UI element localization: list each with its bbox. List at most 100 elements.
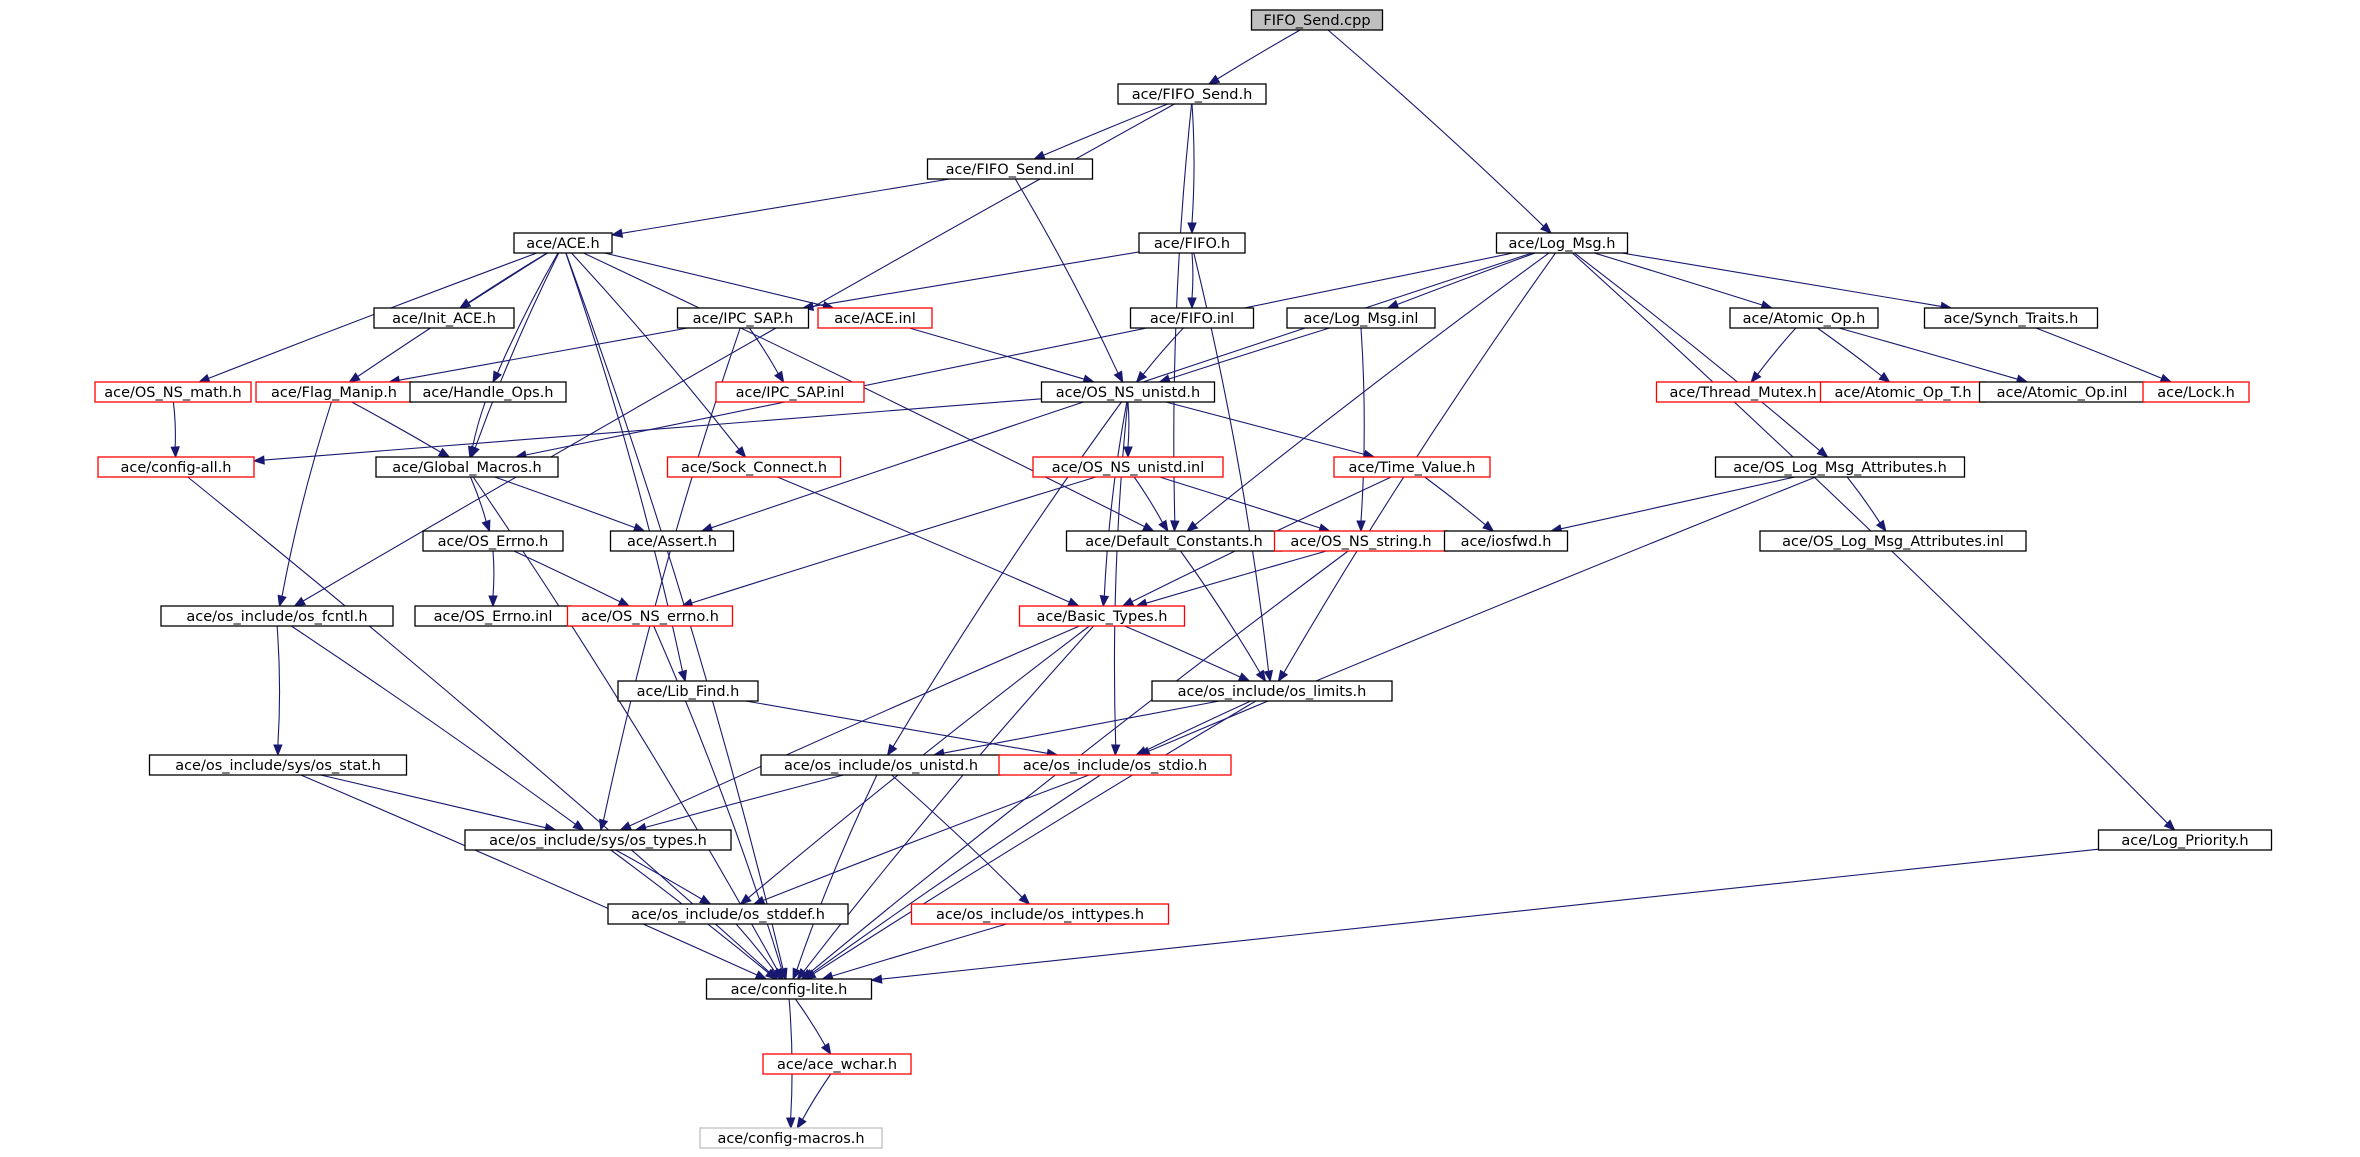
node-ace-config-lite-h[interactable]: ace/config-lite.h xyxy=(705,978,873,1000)
edge-ace-ace-h-to-ace-handle-ops-h xyxy=(492,252,559,384)
arrowhead xyxy=(1386,299,1400,309)
node-ace-ipc-sap-inl[interactable]: ace/IPC_SAP.inl xyxy=(715,381,865,403)
node-ace-os-include-sys-os-types-h[interactable]: ace/os_include/sys/os_types.h xyxy=(464,829,732,851)
node-label: ace/IPC_SAP.h xyxy=(693,311,794,327)
node-ace-ipc-sap-h[interactable]: ace/IPC_SAP.h xyxy=(676,307,810,329)
edge-line xyxy=(1424,476,1486,526)
node-box xyxy=(1443,530,1569,552)
edge-line xyxy=(513,550,621,603)
node-ace-fifo-send-h[interactable]: ace/FIFO_Send.h xyxy=(1117,83,1267,105)
arrowhead xyxy=(1750,370,1762,384)
arrowhead xyxy=(610,228,624,238)
node-fifo-send-cpp[interactable]: FIFO_Send.cpp xyxy=(1250,9,1384,31)
node-label: ace/FIFO.inl xyxy=(1150,311,1234,327)
node-label: ace/os_include/os_inttypes.h xyxy=(936,907,1144,923)
node-ace-default-constants-h[interactable]: ace/Default_Constants.h xyxy=(1065,530,1283,552)
node-ace-config-all-h[interactable]: ace/config-all.h xyxy=(97,456,255,478)
node-label: ace/OS_Errno.inl xyxy=(434,609,553,625)
node-ace-atomic-op-t-h[interactable]: ace/Atomic_Op_T.h xyxy=(1819,381,1987,403)
node-box xyxy=(666,456,842,478)
node-label: ace/Log_Msg.h xyxy=(1509,236,1616,252)
node-ace-os-ns-math-h[interactable]: ace/OS_NS_math.h xyxy=(94,381,252,403)
node-ace-flag-manip-h[interactable]: ace/Flag_Manip.h xyxy=(255,381,413,403)
node-ace-os-include-sys-os-stat-h[interactable]: ace/os_include/sys/os_stat.h xyxy=(148,754,408,776)
edge-line xyxy=(645,774,844,828)
node-label: ace/OS_NS_errno.h xyxy=(581,609,719,625)
node-ace-os-errno-inl[interactable]: ace/OS_Errno.inl xyxy=(414,605,572,627)
node-ace-assert-h[interactable]: ace/Assert.h xyxy=(609,530,735,552)
node-ace-iosfwd-h[interactable]: ace/iosfwd.h xyxy=(1443,530,1569,552)
node-label: ace/OS_NS_math.h xyxy=(104,385,242,401)
node-label: ace/Sock_Connect.h xyxy=(681,460,827,476)
node-ace-atomic-op-inl[interactable]: ace/Atomic_Op.inl xyxy=(1978,381,2146,403)
node-ace-os-include-os-inttypes-h[interactable]: ace/os_include/os_inttypes.h xyxy=(910,903,1170,925)
node-label: ace/Log_Priority.h xyxy=(2121,833,2248,849)
node-layer: FIFO_Send.cpp ace/FIFO_Send.h ace/FIFO_Sen… xyxy=(94,9,2273,1149)
arrowhead xyxy=(1113,370,1124,384)
node-ace-fifo-send-inl[interactable]: ace/FIFO_Send.inl xyxy=(926,158,1094,180)
node-ace-log-msg-inl[interactable]: ace/Log_Msg.inl xyxy=(1286,307,1436,329)
edge-ace-log-msg-inl-to-ace-os-ns-unistd-h xyxy=(1158,327,1330,384)
node-ace-log-msg-h[interactable]: ace/Log_Msg.h xyxy=(1495,232,1629,254)
node-ace-fifo-inl[interactable]: ace/FIFO.inl xyxy=(1129,307,1255,329)
node-ace-sock-connect-h[interactable]: ace/Sock_Connect.h xyxy=(666,456,842,478)
edge-line xyxy=(351,401,441,453)
node-box xyxy=(1018,605,1186,627)
edge-line xyxy=(813,700,1257,975)
edge-ace-log-msg-h-to-ace-log-msg-inl xyxy=(1386,252,1536,309)
arrowhead xyxy=(770,967,782,981)
node-ace-os-ns-unistd-h[interactable]: ace/OS_NS_unistd.h xyxy=(1040,381,1216,403)
node-ace-os-include-os-stdio-h[interactable]: ace/os_include/os_stdio.h xyxy=(998,754,1232,776)
node-ace-os-include-os-fcntl-h[interactable]: ace/os_include/os_fcntl.h xyxy=(160,605,394,627)
node-ace-fifo-h[interactable]: ace/FIFO.h xyxy=(1138,232,1246,254)
node-ace-lock-h[interactable]: ace/Lock.h xyxy=(2142,381,2250,403)
arrowhead xyxy=(1067,597,1080,607)
edge-ace-os-include-os-unistd-h-to-ace-config-lite-h xyxy=(792,774,878,981)
node-ace-os-include-os-unistd-h[interactable]: ace/os_include/os_unistd.h xyxy=(760,754,1002,776)
node-box xyxy=(1040,381,1216,403)
node-ace-os-ns-errno-h[interactable]: ace/OS_NS_errno.h xyxy=(566,605,734,627)
node-ace-basic-types-h[interactable]: ace/Basic_Types.h xyxy=(1018,605,1186,627)
node-box xyxy=(1333,456,1491,478)
node-ace-atomic-op-h[interactable]: ace/Atomic_Op.h xyxy=(1729,307,1879,329)
edge-ace-default-constants-h-to-ace-os-include-os-limits-h xyxy=(1180,550,1267,683)
node-ace-os-errno-h[interactable]: ace/OS_Errno.h xyxy=(422,530,564,552)
node-ace-synch-traits-h[interactable]: ace/Synch_Traits.h xyxy=(1923,307,2099,329)
node-ace-time-value-h[interactable]: ace/Time_Value.h xyxy=(1333,456,1491,478)
edge-line xyxy=(811,774,1101,974)
arrowhead xyxy=(617,597,631,607)
node-ace-init-ace-h[interactable]: ace/Init_ACE.h xyxy=(373,307,515,329)
node-box xyxy=(910,903,1170,925)
edge-line xyxy=(891,774,1023,898)
node-ace-handle-ops-h[interactable]: ace/Handle_Ops.h xyxy=(409,381,567,403)
edge-line xyxy=(1180,550,1261,673)
node-ace-os-log-msg-attributes-h[interactable]: ace/OS_Log_Msg_Attributes.h xyxy=(1714,456,1966,478)
node-ace-log-priority-h[interactable]: ace/Log_Priority.h xyxy=(2097,829,2273,851)
edge-ace-ace-inl-to-ace-os-ns-unistd-h xyxy=(909,327,1096,384)
node-ace-global-macros-h[interactable]: ace/Global_Macros.h xyxy=(375,456,559,478)
edge-ace-basic-types-h-to-ace-config-lite-h xyxy=(796,625,1095,981)
edge-line xyxy=(1594,252,1763,306)
node-label: ace/OS_Log_Msg_Attributes.h xyxy=(1733,460,1947,476)
arrowhead xyxy=(1135,370,1148,384)
node-ace-ace-h[interactable]: ace/ACE.h xyxy=(513,232,613,254)
node-ace-ace-wchar-h[interactable]: ace/ace_wchar.h xyxy=(762,1053,912,1075)
edge-ace-os-include-os-fcntl-h-to-ace-os-include-sys-os-types-h xyxy=(290,625,585,831)
edge-line xyxy=(1127,401,1130,448)
arrowhead xyxy=(820,1042,832,1056)
node-ace-os-ns-unistd-inl[interactable]: ace/OS_NS_unistd.inl xyxy=(1032,456,1224,478)
edge-line xyxy=(1757,327,1797,375)
node-ace-os-log-msg-attributes-inl[interactable]: ace/OS_Log_Msg_Attributes.inl xyxy=(1759,530,2027,552)
node-ace-os-ns-string-h[interactable]: ace/OS_NS_string.h xyxy=(1273,530,1449,552)
node-ace-thread-mutex-h[interactable]: ace/Thread_Mutex.h xyxy=(1655,381,1831,403)
arrowhead xyxy=(777,967,787,981)
node-box xyxy=(607,903,849,925)
edge-line xyxy=(1145,700,1252,752)
arrowhead xyxy=(277,594,287,608)
node-ace-os-include-os-stddef-h[interactable]: ace/os_include/os_stddef.h xyxy=(607,903,849,925)
node-ace-lib-find-h[interactable]: ace/Lib_Find.h xyxy=(617,680,759,702)
edge-ace-time-value-h-to-ace-iosfwd-h xyxy=(1424,476,1495,532)
node-ace-ace-inl[interactable]: ace/ACE.inl xyxy=(817,307,933,329)
node-ace-os-include-os-limits-h[interactable]: ace/os_include/os_limits.h xyxy=(1151,680,1393,702)
edge-line xyxy=(1194,252,1550,526)
